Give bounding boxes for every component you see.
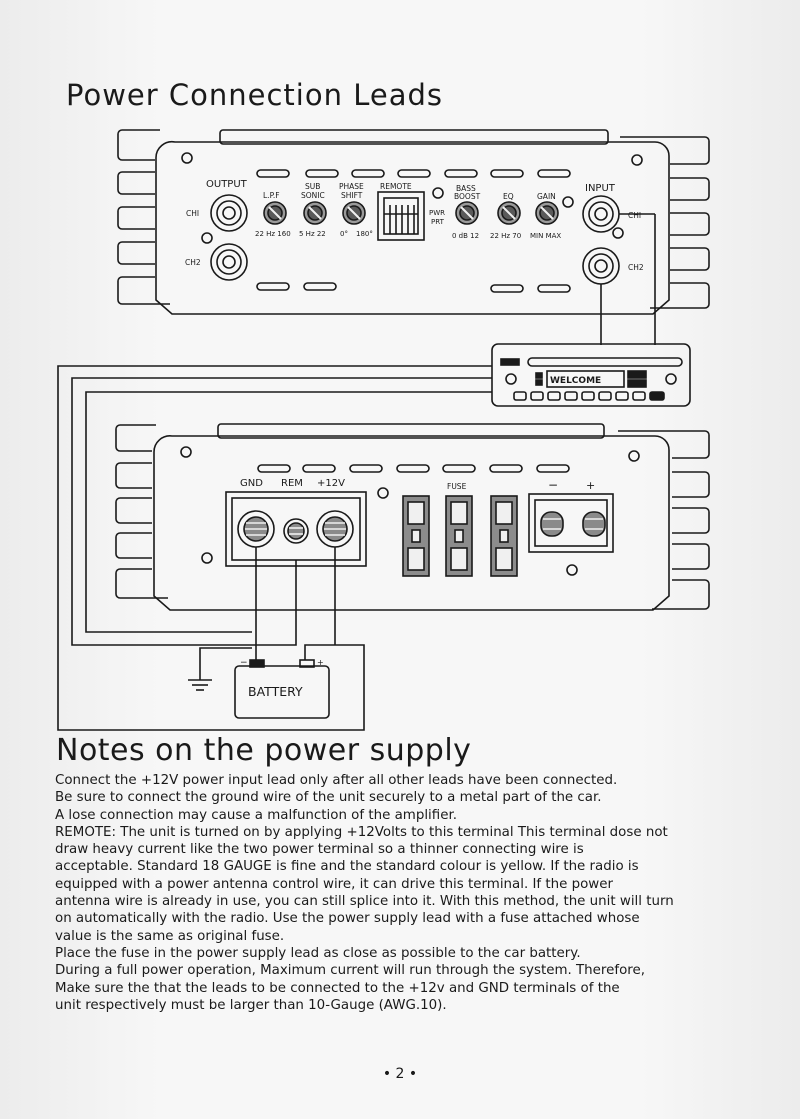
gnd-label: GND: [240, 478, 263, 489]
speaker-terminal-block: [528, 493, 614, 553]
notes-line: Connect the +12V power input lead only a…: [55, 773, 618, 788]
eq-knob: [497, 201, 521, 225]
phase-hi: 180°: [356, 230, 373, 238]
notes-line: acceptable. Standard 18 GAUGE is fine an…: [55, 859, 639, 875]
battery-pos: +: [317, 658, 324, 667]
ch2-left-label: CH2: [185, 258, 201, 267]
battery: [234, 659, 330, 719]
bottom-amplifier: [115, 423, 710, 611]
eq-label: EQ: [503, 192, 514, 201]
fuse-2: [445, 495, 473, 577]
rem-label: REM: [281, 478, 303, 489]
v12-label: +12V: [317, 478, 345, 489]
v12-terminal: [316, 510, 354, 548]
bottom-amp-labels: GND REM +12V FUSE − +: [240, 478, 595, 492]
gain-label: GAIN: [537, 192, 556, 201]
heatsink-right-bottom: [618, 430, 710, 610]
prt-label: PRT: [431, 218, 445, 226]
fuse-label: FUSE: [447, 482, 467, 491]
head-unit: [491, 343, 691, 407]
output-label: OUTPUT: [206, 179, 248, 190]
notes-line: equipped with a power antenna control wi…: [55, 876, 613, 892]
page-title: Power Connection Leads: [66, 78, 443, 112]
pwr-label: PWR: [429, 209, 445, 217]
head-unit-display: WELCOME: [550, 376, 601, 386]
phase-lo: 0°: [340, 230, 348, 238]
input-ch2-jack: [582, 247, 620, 285]
rem-terminal: [283, 518, 309, 544]
bass-label: BASS: [456, 184, 476, 193]
heatsink-right-top: [620, 136, 710, 309]
input-label: INPUT: [585, 183, 616, 194]
notes-line: Place the fuse in the power supply lead …: [55, 945, 581, 961]
sonic-label: SONIC: [301, 191, 325, 200]
notes-line: on automatically with the radio. Use the…: [55, 911, 640, 927]
eq-range: 22 Hz 70: [490, 232, 521, 240]
sub-label: SUB: [305, 182, 320, 191]
speaker-plus-label: +: [586, 479, 595, 492]
speaker-minus-label: −: [548, 478, 558, 492]
heatsink-left-top: [117, 129, 170, 305]
notes-line: draw heavy current like the two power te…: [55, 842, 584, 858]
notes-line: value is the same as original fuse.: [55, 928, 285, 944]
output-ch2-jack: [210, 243, 248, 281]
notes-line: Make sure the that the leads to be conne…: [55, 980, 620, 996]
notes-line: unit respectively must be larger than 10…: [55, 997, 447, 1013]
lpf-range: 22 Hz 160: [255, 230, 291, 238]
gnd-terminal: [237, 510, 275, 548]
lpf-knob: [263, 201, 287, 225]
boost-label: BOOST: [454, 192, 481, 201]
battery-label: BATTERY: [248, 684, 303, 699]
top-amplifier: [117, 129, 710, 315]
bass-range: 0 dB 12: [452, 232, 479, 240]
gain-range: MIN MAX: [530, 232, 561, 240]
battery-neg: −: [240, 658, 248, 668]
output-ch1-jack: [210, 194, 248, 232]
notes-line: REMOTE: The unit is turned on by applyin…: [55, 824, 668, 840]
ch1-left-label: CHI: [186, 209, 199, 218]
lpf-label: L.P.F: [263, 191, 280, 200]
notes-line: Be sure to connect the ground wire of th…: [55, 790, 602, 806]
fuse-1: [402, 495, 430, 577]
ch1-right-label: CHI: [628, 211, 641, 220]
page-number: • 2 •: [382, 1066, 418, 1082]
notes-heading: Notes on the power supply: [56, 733, 472, 768]
shift-label: SHIFT: [341, 191, 363, 200]
notes-line: During a full power operation, Maximum c…: [55, 963, 645, 979]
notes-body: Connect the +12V power input lead only a…: [55, 772, 755, 1014]
notes-line: A lose connection may cause a malfunctio…: [55, 807, 457, 823]
ch2-right-label: CH2: [628, 263, 644, 272]
sub-sonic-knob: [303, 201, 327, 225]
notes-line: antenna wire is already in use, you can …: [55, 894, 674, 910]
sub-range: 5 Hz 22: [299, 230, 326, 238]
bass-boost-knob: [455, 201, 479, 225]
gain-knob: [535, 201, 559, 225]
input-ch1-jack: [582, 195, 620, 233]
remote-connector: [377, 191, 425, 241]
wiring-diagram: OUTPUT CHI CH2 L.P.F 22 Hz 160 SUB SONIC…: [57, 129, 710, 731]
top-amp-labels: OUTPUT CHI CH2 L.P.F 22 Hz 160 SUB SONIC…: [185, 179, 644, 272]
remote-label: REMOTE: [380, 182, 412, 191]
fuse-3: [490, 495, 518, 577]
ground-symbol: [188, 679, 212, 691]
phase-shift-knob: [342, 201, 366, 225]
heatsink-left-bottom: [115, 424, 168, 599]
phase-label: PHASE: [339, 182, 364, 191]
